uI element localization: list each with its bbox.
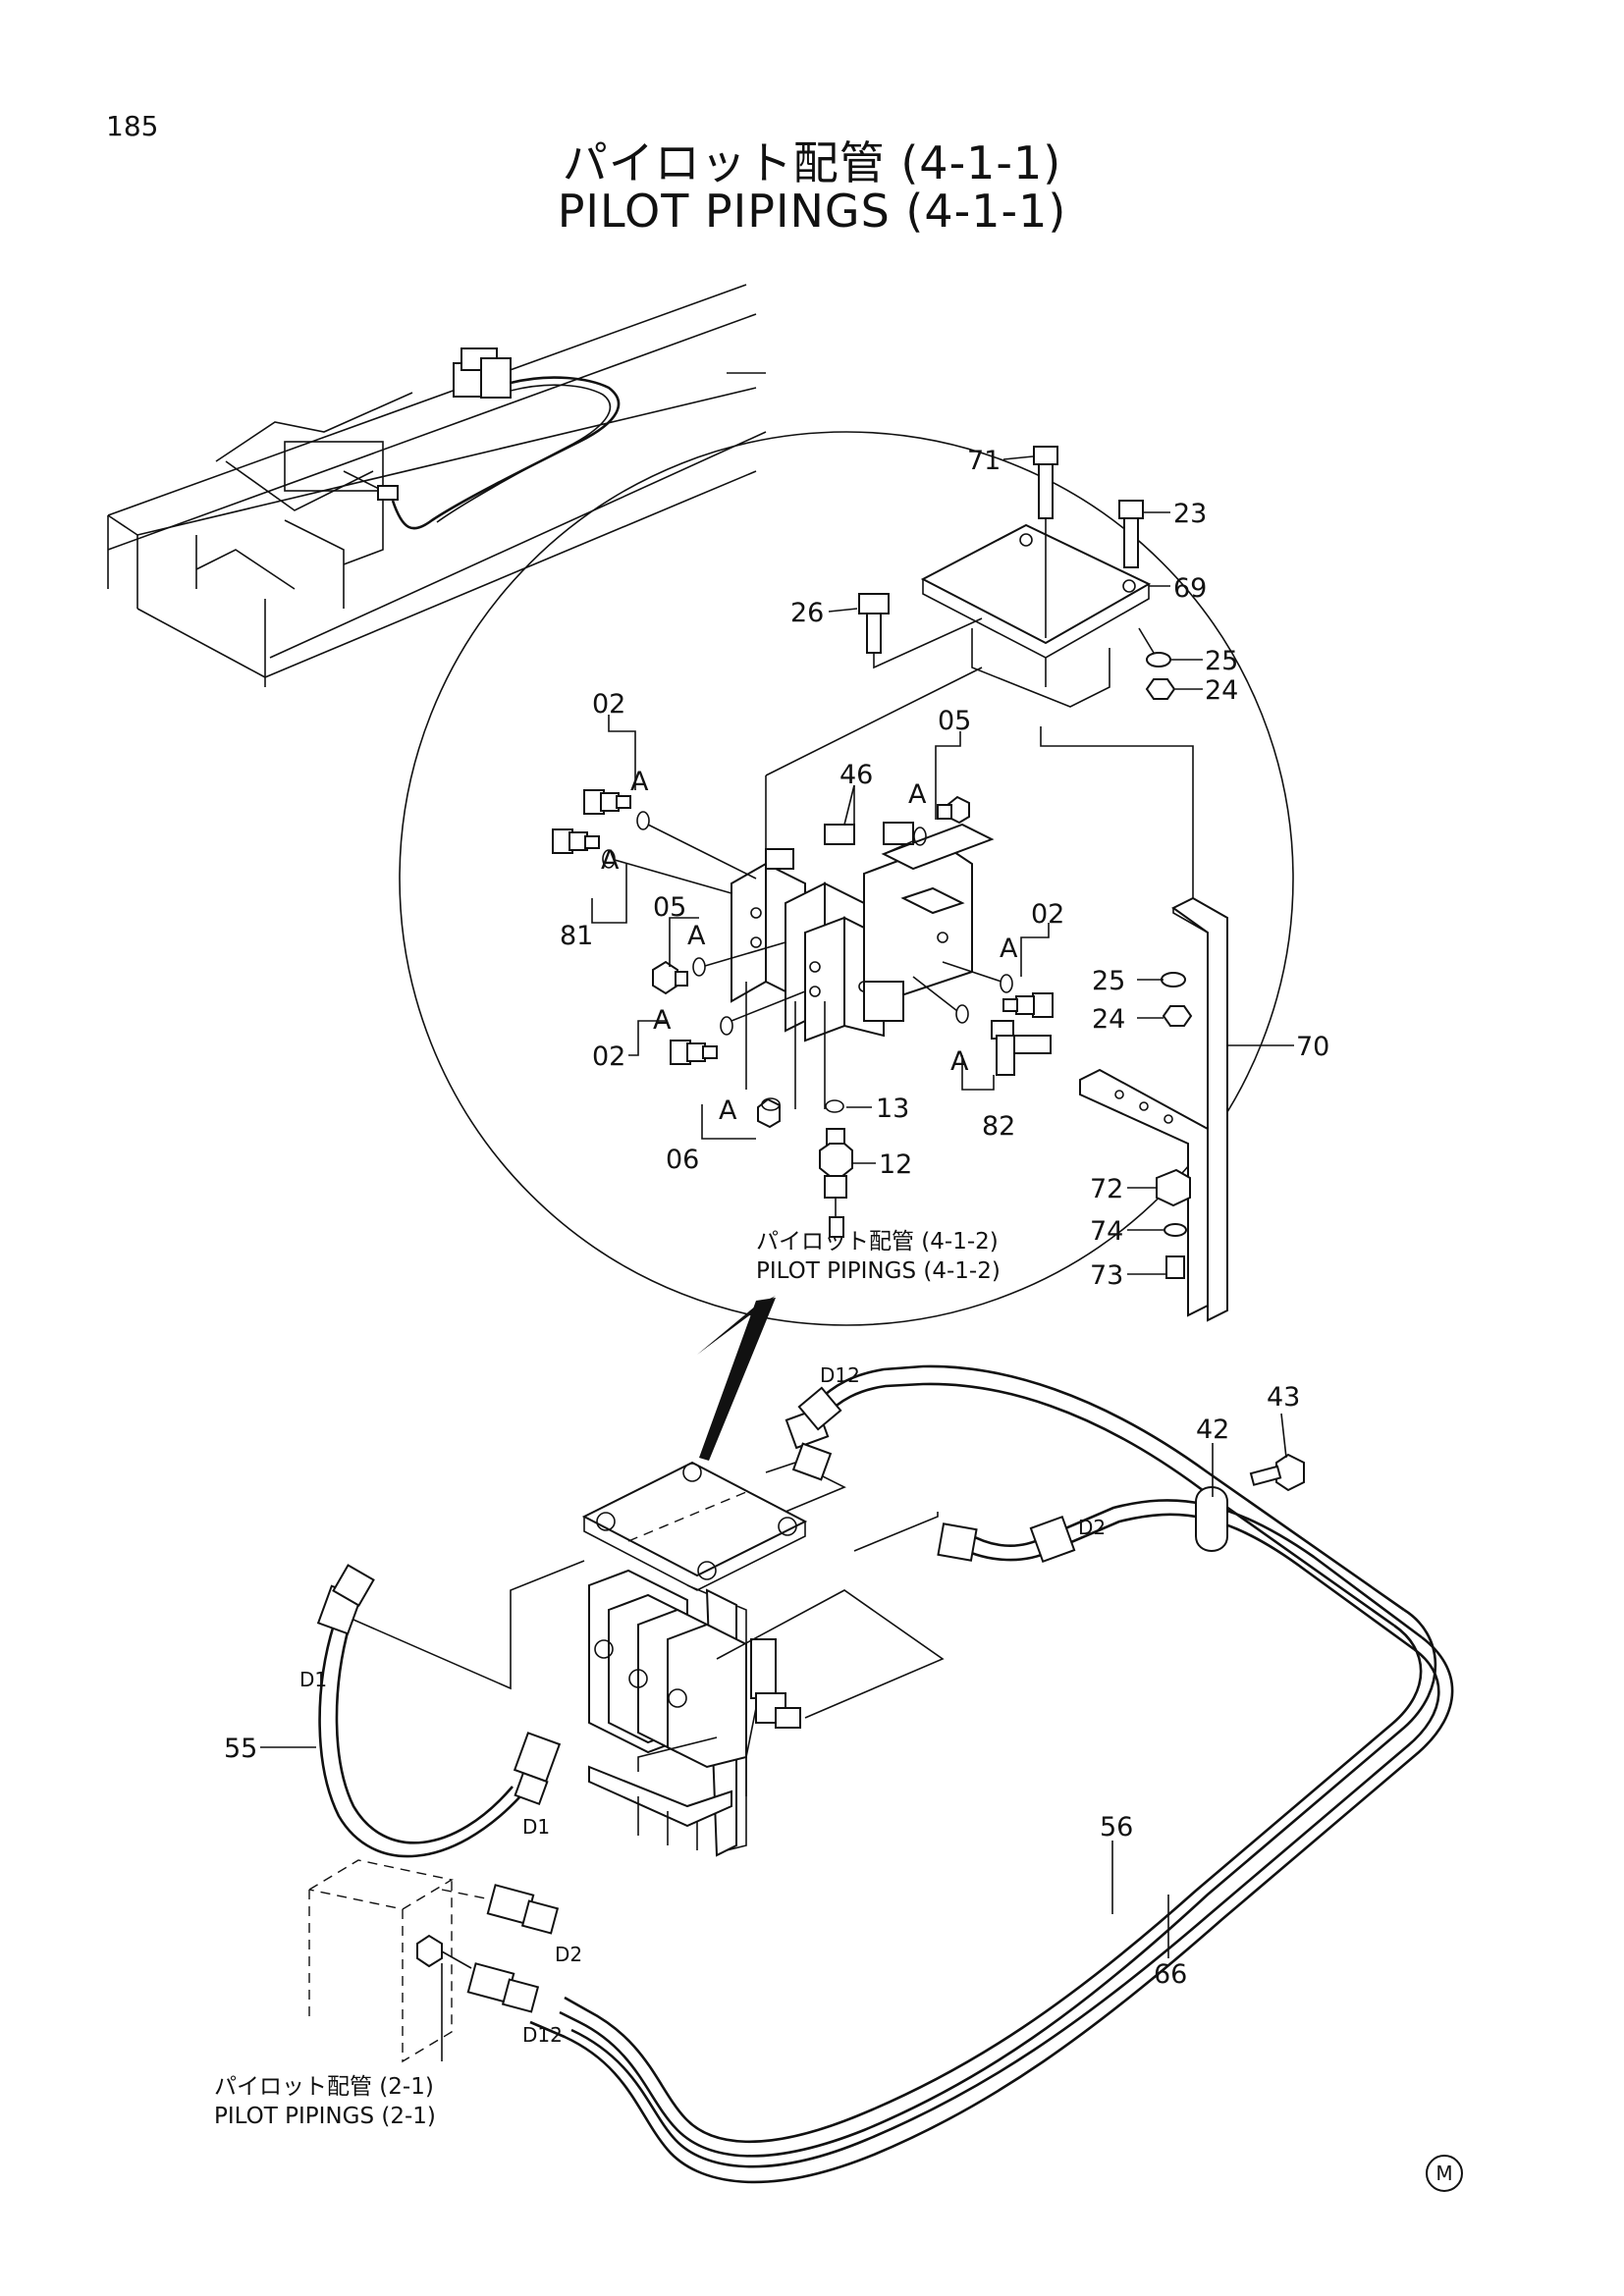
callout-82: 82 <box>982 1111 1015 1142</box>
bracket-70 <box>1040 726 1228 1322</box>
callout-02-left: 02 <box>592 1041 625 1072</box>
callout-66: 66 <box>1154 1959 1187 1990</box>
ref-4-1-2-en: PILOT PIPINGS (4-1-2) <box>756 1258 1001 1284</box>
callout-73: 73 <box>1090 1260 1123 1291</box>
callout-81: 81 <box>560 921 593 951</box>
callout-26: 26 <box>790 598 824 628</box>
callout-23: 23 <box>1173 499 1207 529</box>
callout-24-upper: 24 <box>1205 675 1238 706</box>
corner-m-mark: M <box>1426 2155 1463 2192</box>
nut-24-part <box>1145 678 1176 700</box>
callout-55: 55 <box>224 1734 257 1764</box>
fitting-82 <box>912 976 1052 1076</box>
mounting-plate <box>920 523 1152 708</box>
port-mark-a1: A <box>630 767 649 797</box>
plug-06 <box>757 1097 781 1129</box>
callout-69: 69 <box>1173 573 1207 604</box>
port-mark-a5: A <box>1000 934 1018 964</box>
callout-25-upper: 25 <box>1205 646 1238 676</box>
callout-42: 42 <box>1196 1415 1229 1445</box>
callout-05-top: 05 <box>938 706 971 736</box>
port-mark-a7: A <box>950 1046 969 1077</box>
title-english: PILOT PIPINGS (4-1-1) <box>557 185 1067 238</box>
callout-56: 56 <box>1100 1812 1133 1842</box>
fitting-02-right <box>942 961 1054 1018</box>
hose-mark-d12-top: D12 <box>820 1363 860 1387</box>
port-mark-a3: A <box>908 779 927 810</box>
hose-d2-top <box>937 1499 1423 1651</box>
fitting-81 <box>552 828 732 894</box>
callout-43: 43 <box>1267 1382 1300 1413</box>
callout-46: 46 <box>839 760 873 790</box>
ref-2-1-en: PILOT PIPINGS (2-1) <box>214 2104 436 2129</box>
callout-25-lower: 25 <box>1092 966 1125 996</box>
adapter-12 <box>819 1128 853 1238</box>
hose-55 <box>316 1564 562 1858</box>
callout-70: 70 <box>1296 1032 1329 1062</box>
lower-valve-assembly <box>352 1461 945 1857</box>
hose-mark-d2-top: D2 <box>1078 1516 1106 1539</box>
callout-02-right: 02 <box>1031 899 1064 930</box>
ref-4-1-2-ja: パイロット配管 (4-1-2) <box>756 1229 999 1255</box>
bolt-23-part <box>1118 500 1144 568</box>
hose-d12-top <box>785 1364 1405 1628</box>
port-mark-a4: A <box>687 921 706 951</box>
port-mark-a8: A <box>719 1095 737 1126</box>
fitting-02-left-bottom <box>670 990 806 1065</box>
detail-pointer-wedge <box>699 1298 776 1461</box>
hose-mark-d12-bottom: D12 <box>522 2023 563 2047</box>
lower-leaders <box>260 1746 1169 1958</box>
machine-frame-overview <box>107 284 767 687</box>
bolt-71-part <box>1033 446 1058 638</box>
pilot-connection-box <box>308 1859 492 2063</box>
callout-72: 72 <box>1090 1174 1123 1204</box>
callout-71: 71 <box>967 446 1001 476</box>
title-japanese: パイロット配管 (4-1-1) <box>562 136 1062 189</box>
fitting-02-left-top <box>583 789 757 880</box>
oring-13-part <box>825 1099 844 1113</box>
callout-74: 74 <box>1090 1216 1123 1247</box>
hose-mark-d2-bottom: D2 <box>555 1943 582 1966</box>
fitting-05-top <box>883 795 970 855</box>
hose-mark-d1-upper: D1 <box>299 1668 327 1691</box>
clamp-42 <box>1195 1443 1228 1552</box>
port-mark-a2: A <box>601 845 620 876</box>
bolt-43 <box>1249 1413 1305 1492</box>
callout-13: 13 <box>876 1094 909 1124</box>
hose-mark-d1-lower: D1 <box>522 1815 550 1839</box>
detail-view-circle <box>399 431 1294 1326</box>
fitting-05-left <box>652 941 786 995</box>
detail-leaders <box>591 455 1294 1275</box>
ref-2-1-ja: パイロット配管 (2-1) <box>214 2074 434 2100</box>
callout-02-top: 02 <box>592 689 625 720</box>
bolt-26-part <box>858 593 983 669</box>
callout-12: 12 <box>879 1149 912 1180</box>
hoses-56-66 <box>466 1608 1454 2184</box>
callout-05-left: 05 <box>653 892 686 923</box>
callout-24-lower: 24 <box>1092 1004 1125 1035</box>
page-number: 185 <box>106 110 159 142</box>
washer-25-part <box>1146 652 1171 667</box>
callout-06: 06 <box>666 1145 699 1175</box>
port-mark-a6: A <box>653 1005 672 1036</box>
